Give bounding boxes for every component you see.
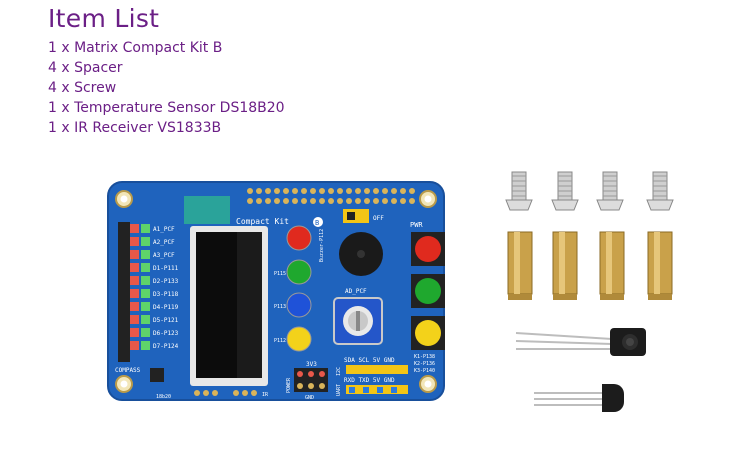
key-pin-label: K3-P140 xyxy=(414,368,435,374)
p129-label: P129 xyxy=(160,401,172,407)
led-pin-label: P113 xyxy=(274,304,286,310)
pin-label: D3-P118 xyxy=(153,291,179,298)
ir-label: IR xyxy=(262,392,269,398)
list-item: 4 x Screw xyxy=(48,80,117,96)
gnd-label: GND xyxy=(305,395,314,401)
pin-label: D6-P123 xyxy=(153,330,179,337)
pin-label: D5-P121 xyxy=(153,317,179,324)
pin-label: D2-P133 xyxy=(153,278,179,285)
pin-label: A1_PCF xyxy=(153,226,175,233)
off-label: OFF xyxy=(373,215,384,222)
list-item: 1 x IR Receiver VS1833B xyxy=(48,120,222,136)
key-pin-label: K2-P136 xyxy=(414,361,435,367)
spacer xyxy=(552,231,578,300)
list-item: 1 x Matrix Compact Kit B xyxy=(48,40,223,56)
uart-pins-label: RXD TXD 5V GND xyxy=(344,377,395,384)
screw xyxy=(551,171,579,211)
key-pin-label: K1-P138 xyxy=(414,354,435,360)
item-list: 1 x Matrix Compact Kit B 4 x Spacer 4 x … xyxy=(48,38,285,138)
spacer xyxy=(599,231,625,300)
list-item: 4 x Spacer xyxy=(48,60,123,76)
led-pin-label: P112 xyxy=(274,338,286,344)
board-header-label: Compact Kit xyxy=(236,217,289,226)
screw xyxy=(596,171,624,211)
pin-label: D1-P111 xyxy=(153,265,179,272)
pwr-label: PWR xyxy=(410,221,423,229)
spacers xyxy=(507,231,673,300)
key-label: K2 xyxy=(446,288,454,295)
ir-receiver-vs1833b xyxy=(515,328,646,356)
v33-label: 3V3 xyxy=(306,361,317,368)
pin-label: A3_PCF xyxy=(153,252,175,259)
ds18b20-label: 18b20 xyxy=(156,394,171,400)
spacer xyxy=(647,231,673,300)
key-label: K1 xyxy=(446,246,454,253)
pin-label: A2_PCF xyxy=(153,239,175,246)
power-label: POWER xyxy=(286,377,292,393)
board-badge: B xyxy=(315,219,319,227)
matrix-compact-kit-board: Compact Kit B A1_PCF A2_PCF A3_PCF D1-P1… xyxy=(107,181,454,407)
uart-label: UART xyxy=(336,384,342,396)
screw xyxy=(646,171,674,211)
led-pin-label: P115 xyxy=(274,271,286,277)
temperature-sensor-ds18b20 xyxy=(534,384,624,412)
product-photo: Compact Kit B A1_PCF A2_PCF A3_PCF D1-P1… xyxy=(107,171,674,412)
pot-label: AD_PCF xyxy=(345,288,367,295)
key-label: K3 xyxy=(446,330,454,337)
list-item: 1 x Temperature Sensor DS18B20 xyxy=(48,100,285,116)
page-title: Item List xyxy=(48,4,160,33)
pin-label: D4-P119 xyxy=(153,304,179,311)
i2c-pins-label: SDA SCL 5V GND xyxy=(344,357,395,364)
buzzer-label: Buzzer-P112 xyxy=(319,229,325,262)
screw xyxy=(505,171,533,211)
compass-label: COMPASS xyxy=(115,367,141,374)
pin-label: D7-P124 xyxy=(153,343,179,350)
screws xyxy=(505,171,674,211)
i2c-label: I2C xyxy=(336,367,342,376)
spacer xyxy=(507,231,533,300)
